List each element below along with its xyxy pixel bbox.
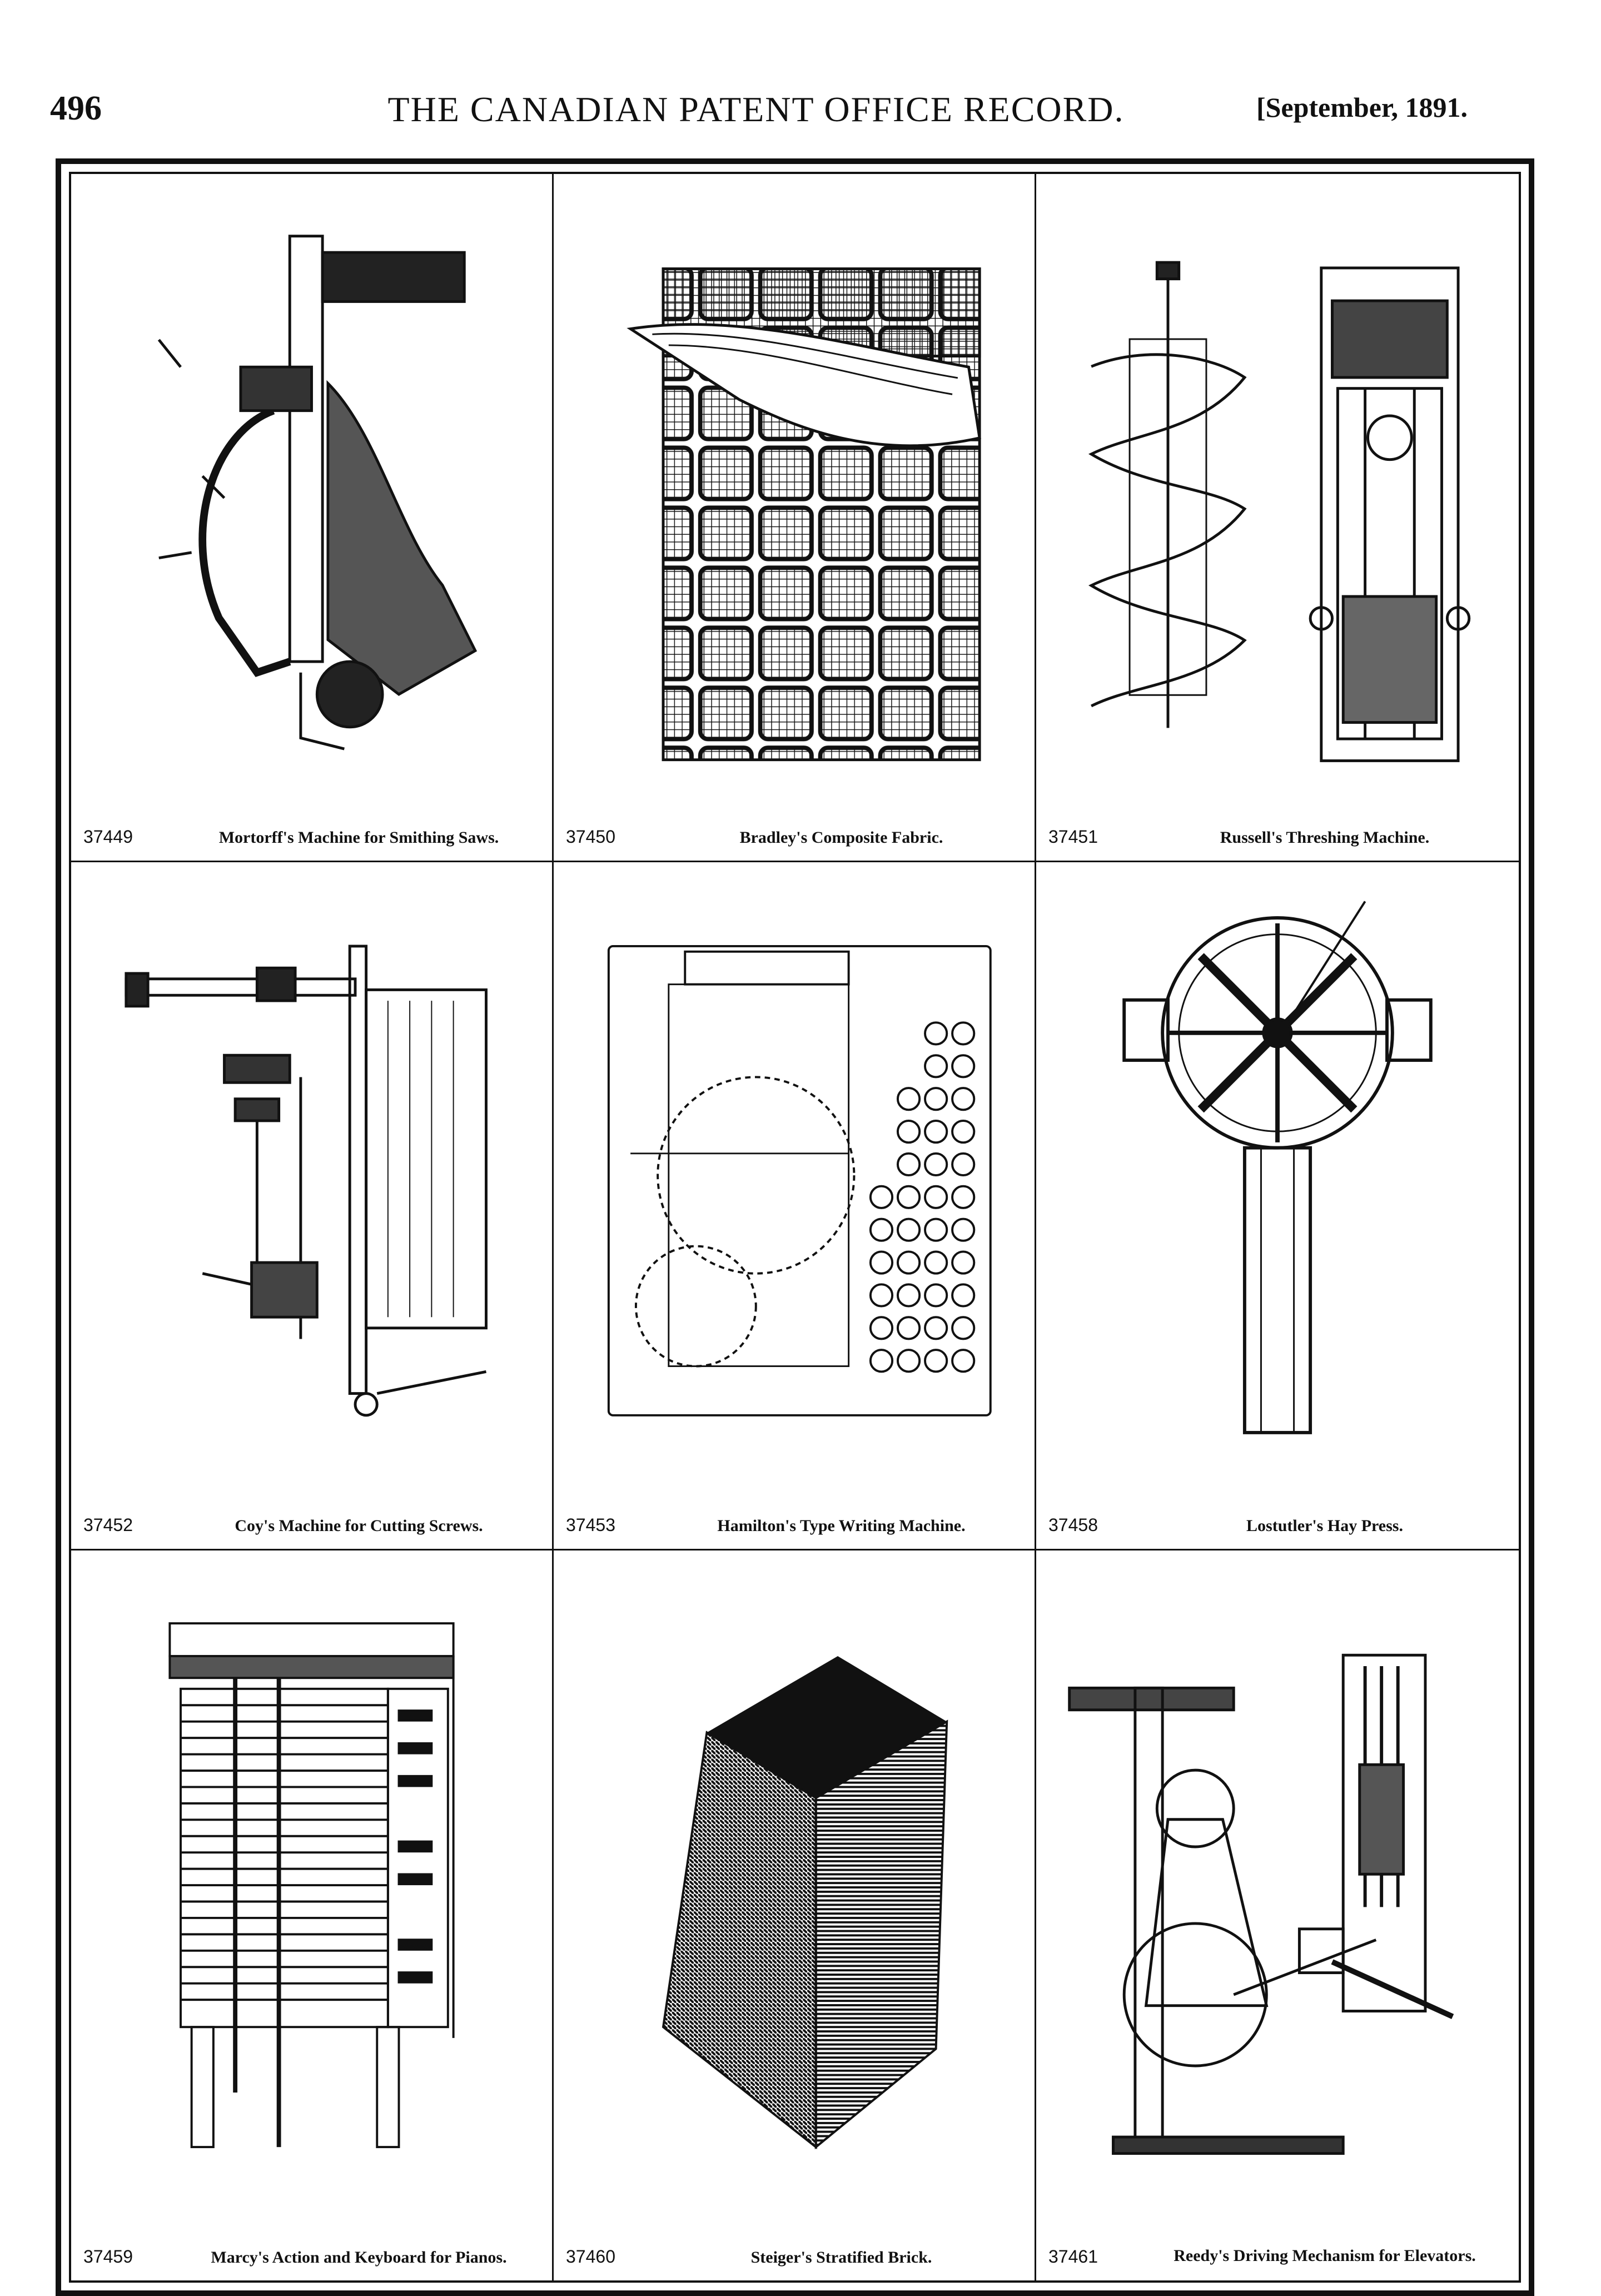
patent-title: Reedy's Driving Mechanism for Elevators. — [1174, 2247, 1476, 2265]
patent-number: 37458 — [1048, 1515, 1098, 1535]
patent-number: 37453 — [566, 1515, 615, 1535]
figure-elevator-driving-mechanism — [1058, 1567, 1496, 2236]
page-title: THE CANADIAN PATENT OFFICE RECORD. — [387, 90, 1125, 129]
figure-screw-cutting-machine — [93, 879, 530, 1504]
plates-frame: 37449 Mortorff's Machine for Smithing Sa… — [56, 158, 1534, 2296]
patent-number: 37451 — [1048, 827, 1098, 847]
plate-37460: 37460 Steiger's Stratified Brick. — [554, 1550, 1036, 2280]
figure-piano-action — [93, 1567, 530, 2236]
plates-grid: 37449 Mortorff's Machine for Smithing Sa… — [71, 174, 1519, 2280]
plate-37449: 37449 Mortorff's Machine for Smithing Sa… — [71, 174, 554, 862]
patent-number: 37452 — [83, 1515, 133, 1535]
plate-37452: 37452 Coy's Machine for Cutting Screws. — [71, 862, 554, 1550]
patent-number: 37450 — [566, 827, 615, 847]
patent-title: Lostutler's Hay Press. — [1246, 1517, 1403, 1535]
figure-composite-fabric — [576, 191, 1012, 816]
page-header: 496 THE CANADIAN PATENT OFFICE RECORD. [… — [44, 83, 1468, 133]
figure-saw-smithing-machine — [93, 191, 530, 816]
patent-number: 37459 — [83, 2247, 133, 2267]
patent-title: Marcy's Action and Keyboard for Pianos. — [211, 2248, 507, 2267]
plate-37451: 37451 Russell's Threshing Machine. — [1036, 174, 1519, 862]
patent-title: Steiger's Stratified Brick. — [750, 2248, 932, 2267]
patent-title: Mortorff's Machine for Smithing Saws. — [218, 828, 499, 847]
patent-number: 37460 — [566, 2247, 615, 2267]
figure-threshing-machine — [1058, 191, 1496, 816]
plate-37453: 37453 Hamilton's Type Writing Machine. — [554, 862, 1036, 1550]
page-date: [September, 1891. — [1256, 92, 1468, 123]
patent-number: 37461 — [1048, 2247, 1098, 2267]
patent-title: Russell's Threshing Machine. — [1220, 828, 1430, 847]
plate-37461: 37461 Reedy's Driving Mechanism for Elev… — [1036, 1550, 1519, 2280]
figure-type-writing-machine — [576, 879, 1012, 1504]
page-number: 496 — [50, 90, 102, 127]
figure-stratified-brick — [576, 1567, 1012, 2236]
patent-title: Bradley's Composite Fabric. — [739, 828, 943, 847]
plates-inner-frame: 37449 Mortorff's Machine for Smithing Sa… — [69, 172, 1521, 2283]
patent-number: 37449 — [83, 827, 133, 847]
figure-hay-press — [1058, 879, 1496, 1504]
patent-title: Coy's Machine for Cutting Screws. — [235, 1517, 483, 1535]
plate-37450: 37450 Bradley's Composite Fabric. — [554, 174, 1036, 862]
patent-title: Hamilton's Type Writing Machine. — [717, 1517, 966, 1535]
plate-37459: 37459 Marcy's Action and Keyboard for Pi… — [71, 1550, 554, 2280]
plate-37458: 37458 Lostutler's Hay Press. — [1036, 862, 1519, 1550]
